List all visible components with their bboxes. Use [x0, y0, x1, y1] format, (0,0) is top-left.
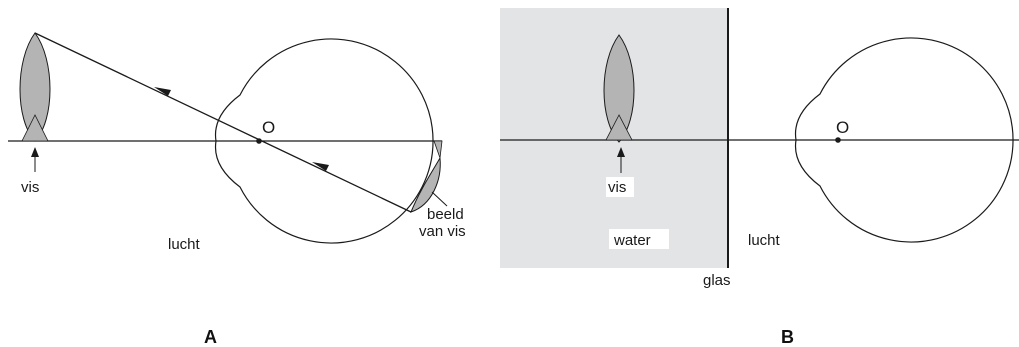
water-label-bg [609, 229, 669, 249]
optical-center-b [835, 137, 841, 143]
center-label-a: O [262, 118, 275, 137]
fish-object-a [19, 32, 51, 142]
fish-label-a: vis [21, 179, 39, 196]
panel-a-label: A [204, 327, 217, 347]
panel-b-label: B [781, 327, 794, 347]
ray-arrow-1 [154, 87, 171, 96]
fish-image-on-retina [410, 140, 443, 213]
panel-b: vis water lucht glas O B [500, 8, 1019, 347]
center-label-b: O [836, 118, 849, 137]
image-label-line1: beeld [427, 206, 464, 223]
light-ray-a [34, 32, 412, 213]
fish-label-bg-b [606, 177, 634, 197]
image-pointer-line [431, 191, 448, 207]
image-label-line2: van vis [419, 223, 466, 240]
water-label: water [613, 232, 651, 249]
eye-outline-a [214, 38, 434, 244]
medium-label-a: lucht [168, 236, 201, 253]
optical-center-a [256, 138, 262, 144]
glass-label: glas [703, 272, 731, 289]
eye-outline-b [794, 37, 1014, 243]
air-label-b: lucht [748, 232, 781, 249]
fish-label-b: vis [608, 179, 626, 196]
ray-arrow-2 [312, 162, 329, 171]
fish-object-b [603, 34, 635, 143]
panel-a: O vis beeld van vis lucht A [8, 32, 466, 347]
